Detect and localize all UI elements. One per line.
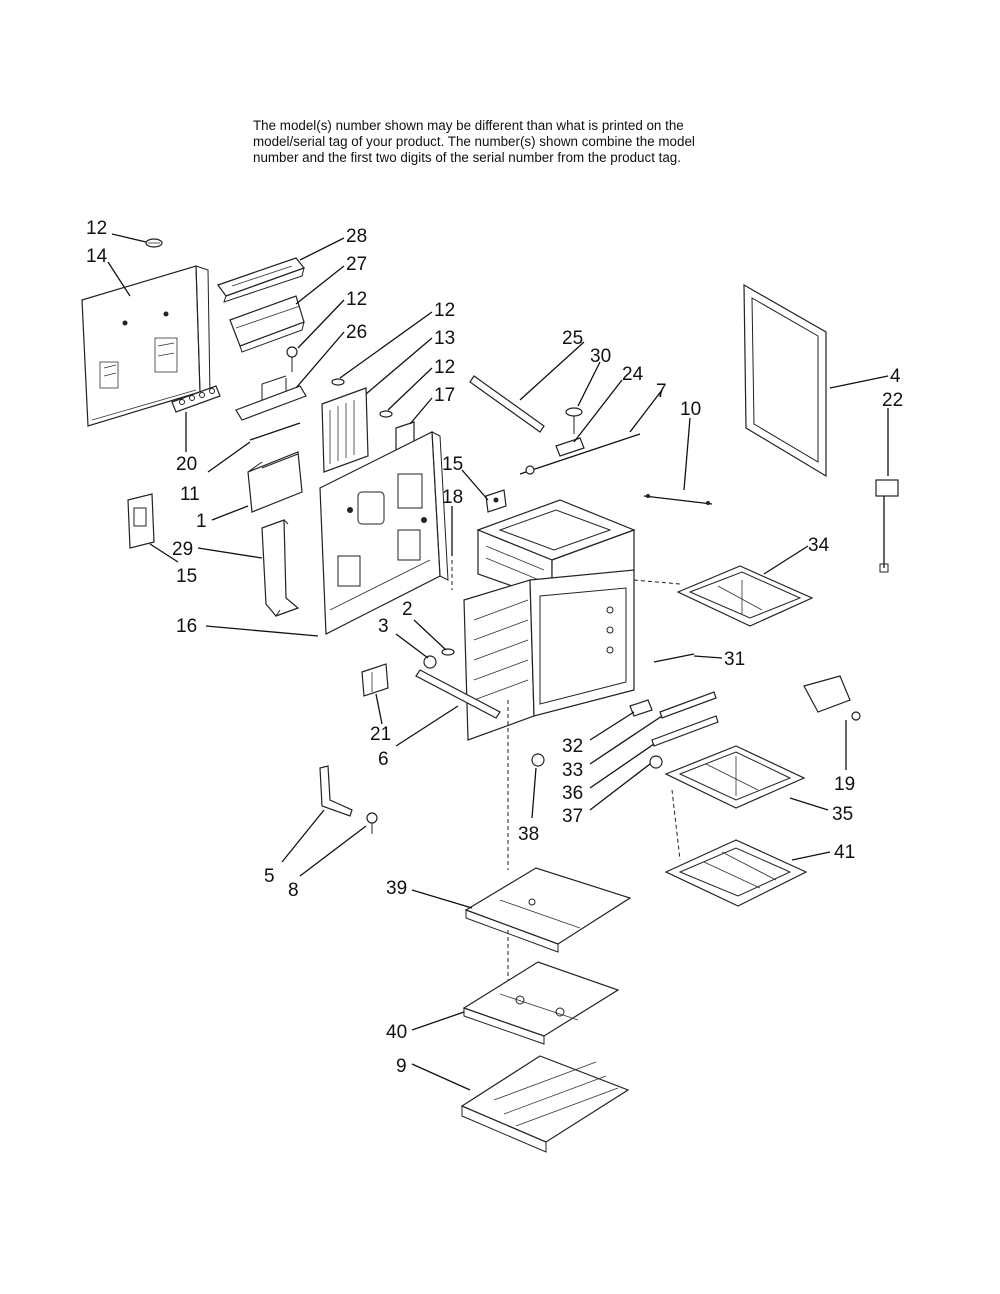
part-29-chute (261, 519, 300, 617)
label-24: 24 (622, 364, 644, 385)
label-14: 14 (86, 246, 108, 267)
label-16: 16 (176, 616, 197, 637)
part-28-vent-top (217, 257, 305, 303)
part-22-wire-harness (875, 479, 899, 573)
part-1-duct-box (247, 451, 303, 513)
part-labels: 12 14 28 27 12 26 12 13 12 17 20 11 1 29… (86, 218, 903, 1077)
part-14-rear-panel (81, 265, 211, 427)
label-15: 15 (442, 454, 463, 475)
part-9-base-pan (460, 1055, 630, 1153)
part-2-screw (441, 648, 455, 656)
label-37: 37 (562, 806, 583, 827)
label-17: 17 (434, 385, 455, 406)
label-5: 5 (264, 866, 275, 887)
notice-line-1: The model(s) number shown may be differe… (253, 118, 684, 133)
label-6: 6 (378, 749, 389, 770)
label-3: 3 (378, 616, 389, 637)
part-25-trim-rail (469, 375, 545, 433)
label-1: 1 (196, 511, 207, 532)
assembly-line-a (633, 579, 681, 585)
leader-lines (107, 233, 889, 1091)
part-5-bracket (319, 765, 353, 817)
part-41-lower-rack (664, 839, 808, 907)
label-32: 32 (562, 736, 583, 757)
label-12: 12 (86, 218, 107, 239)
label-19: 19 (834, 774, 855, 795)
part-12-screw-d (379, 410, 393, 418)
model-number-notice: The model(s) number shown may be differe… (253, 118, 773, 166)
part-7-latch-rod (519, 433, 641, 475)
part-30-screw (565, 407, 583, 434)
part-15-bracket-b (485, 489, 507, 513)
label-35: 35 (832, 804, 853, 825)
part-4-door-panel (743, 283, 827, 478)
label-27: 27 (346, 254, 367, 275)
label-38: 38 (518, 824, 539, 845)
label-8: 8 (288, 880, 299, 901)
label-33: 33 (562, 760, 583, 781)
part-12-screw-a (145, 238, 163, 248)
part-31-pin (653, 653, 695, 663)
notice-line-3: number and the first two digits of the s… (253, 150, 681, 165)
part-16-side-wall (319, 431, 449, 635)
part-32-clip (629, 699, 653, 717)
label-21: 21 (370, 724, 391, 745)
part-12-screw-b (286, 346, 298, 372)
part-34-rack (676, 565, 814, 627)
notice-line-2: model/serial tag of your product. The nu… (253, 134, 695, 149)
assembly-line-d (671, 789, 681, 861)
part-35-broil-pan (664, 745, 806, 809)
label-15: 15 (176, 566, 197, 587)
label-36: 36 (562, 783, 583, 804)
part-24-switch (555, 437, 585, 457)
label-18: 18 (442, 487, 463, 508)
label-40: 40 (386, 1022, 407, 1043)
label-10: 10 (680, 399, 701, 420)
label-11: 11 (180, 484, 200, 505)
label-26: 26 (346, 322, 367, 343)
part-33-strip (659, 691, 717, 719)
part-40-tray (462, 961, 620, 1045)
label-34: 34 (808, 535, 830, 556)
part-39-lower-cover (464, 867, 632, 953)
part-37-knob (649, 755, 663, 769)
part-19-hinge (803, 675, 861, 721)
part-26-vent-bracket (235, 375, 307, 421)
part-3-grommet (423, 655, 437, 669)
part-12-screw-c (331, 378, 345, 386)
label-41: 41 (834, 842, 855, 863)
part-6-rail (415, 669, 501, 719)
part-15-bracket-a (127, 493, 155, 549)
part-13-side-panel (321, 387, 369, 473)
label-2: 2 (402, 599, 413, 620)
label-13: 13 (434, 328, 455, 349)
label-12: 12 (434, 357, 455, 378)
part-27-vent-duct (229, 295, 305, 353)
part-20-terminal-block (171, 385, 221, 413)
label-29: 29 (172, 539, 193, 560)
label-20: 20 (176, 454, 197, 475)
label-30: 30 (590, 346, 611, 367)
label-31: 31 (724, 649, 745, 670)
part-38-knob (531, 753, 545, 767)
part-36-strip (651, 715, 719, 747)
part-8-screw (366, 812, 378, 834)
label-9: 9 (396, 1056, 407, 1077)
label-22: 22 (882, 390, 903, 411)
part-10-rod (643, 494, 713, 505)
label-12: 12 (346, 289, 367, 310)
label-7: 7 (656, 381, 667, 402)
label-4: 4 (890, 366, 901, 387)
part-oven-lower-cavity (463, 569, 635, 741)
label-25: 25 (562, 328, 583, 349)
label-39: 39 (386, 878, 407, 899)
label-12: 12 (434, 300, 455, 321)
part-21-bracket (361, 663, 389, 697)
part-11-rod (249, 422, 301, 441)
label-28: 28 (346, 226, 367, 247)
